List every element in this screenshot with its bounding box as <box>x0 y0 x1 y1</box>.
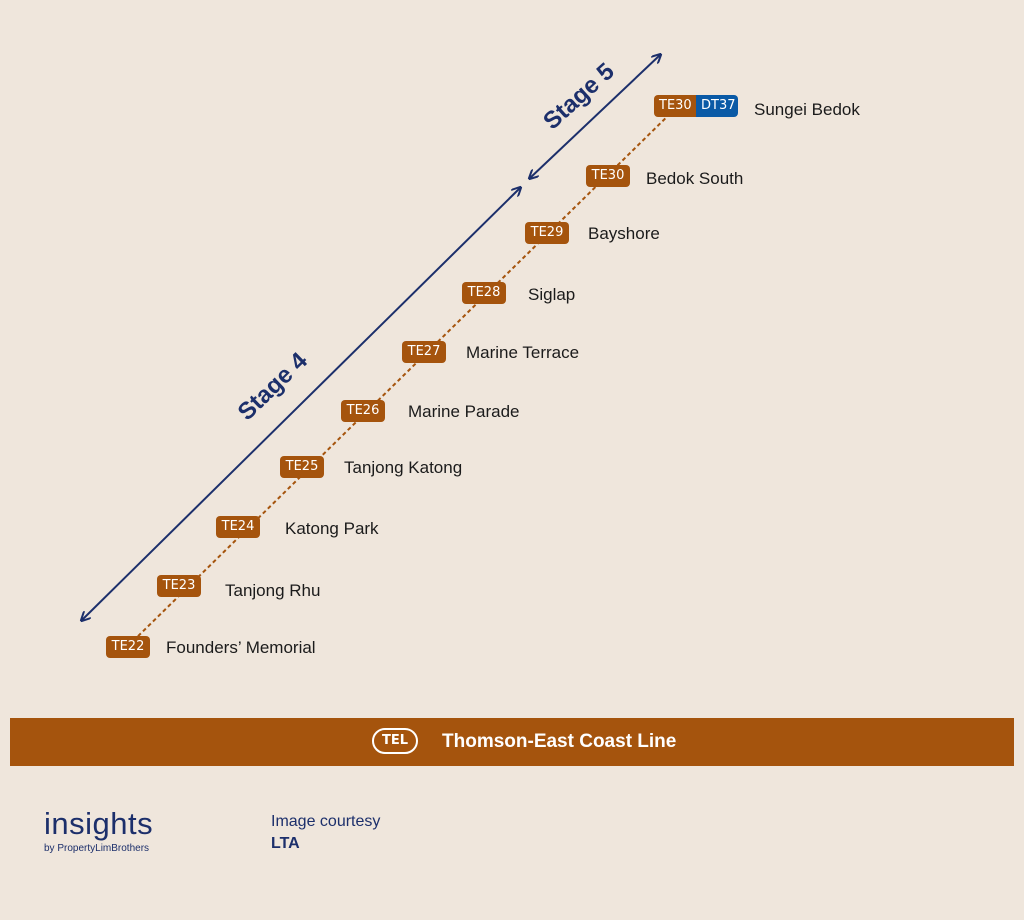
station-name: Katong Park <box>285 519 379 538</box>
station-code-badge: TE26 <box>341 400 385 422</box>
station-name: Tanjong Rhu <box>225 581 321 600</box>
station-code-badge: TE25 <box>280 456 324 478</box>
station-code-badge: TE28 <box>462 282 506 304</box>
station-name: Founders’ Memorial <box>166 638 316 657</box>
station-code-badge: TE24 <box>216 516 260 538</box>
station-code-badge: TE30 <box>586 165 630 187</box>
station-name: Marine Terrace <box>466 343 580 362</box>
station-name: Tanjong Katong <box>344 458 463 477</box>
line-name: Thomson-East Coast Line <box>442 731 677 752</box>
station-code-badge: TE29 <box>525 222 569 244</box>
station-code-badge: TE27 <box>402 341 446 363</box>
stage-5-label: Stage 5 <box>538 58 620 135</box>
line-code-pill: TEL <box>372 728 418 754</box>
stage-4-label: Stage 4 <box>233 347 314 426</box>
station-name: Marine Parade <box>408 402 520 421</box>
image-credit-source: LTA <box>271 835 300 852</box>
station-name: Bayshore <box>588 224 660 243</box>
station-name: Sungei Bedok <box>754 100 860 119</box>
stage-5-arrow <box>530 55 660 178</box>
image-credit-label: Image courtesy <box>271 813 381 830</box>
station-code-badge: TE22 <box>106 636 150 658</box>
route-diagram: Stage 5 Stage 4 <box>0 0 681 647</box>
station-name: Siglap <box>528 285 576 304</box>
station-name: Bedok South <box>646 169 744 188</box>
stage-4-arrow <box>82 188 520 620</box>
line-banner: TEL Thomson-East Coast Line <box>10 718 1014 766</box>
interchange-code-badge: DT37 <box>696 95 738 117</box>
station-code-badge: TE23 <box>157 575 201 597</box>
brand-logo-text: insights <box>44 806 154 841</box>
station-code-badge: TE30 <box>654 95 696 117</box>
brand-tagline: by PropertyLimBrothers <box>44 843 150 854</box>
